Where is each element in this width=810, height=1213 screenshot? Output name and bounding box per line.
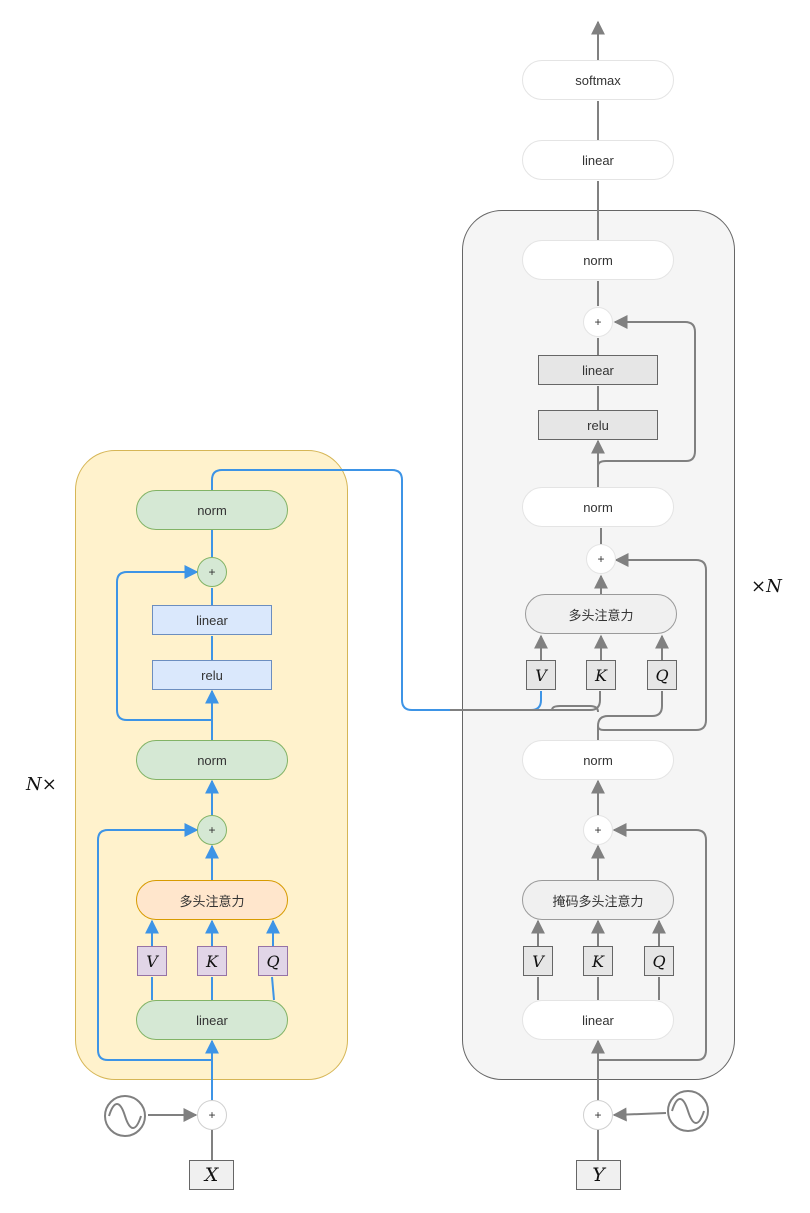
decoder-norm-low: norm bbox=[522, 740, 674, 780]
decoder-norm-top: norm bbox=[522, 240, 674, 280]
encoder-wires bbox=[97, 469, 542, 1160]
encoder-add-2: + bbox=[197, 557, 227, 587]
decoder-cross-value: V bbox=[526, 660, 556, 690]
decoder-softmax: softmax bbox=[522, 60, 674, 100]
decoder-key: K bbox=[583, 946, 613, 976]
decoder-add-2: + bbox=[586, 544, 616, 574]
encoder-input: X bbox=[189, 1160, 234, 1190]
decoder-masked-attention: 掩码多头注意力 bbox=[522, 880, 674, 920]
decoder-input-add: + bbox=[583, 1100, 613, 1130]
encoder-input-add: + bbox=[197, 1100, 227, 1130]
decoder-input: Y bbox=[576, 1160, 621, 1190]
encoder-value: V bbox=[137, 946, 167, 976]
encoder-add-1: + bbox=[197, 815, 227, 845]
encoder-ffn-relu: relu bbox=[152, 660, 272, 690]
encoder-repeat-label: N× bbox=[26, 774, 57, 795]
decoder-proj-linear: linear bbox=[522, 1000, 674, 1040]
decoder-positional-icon bbox=[667, 1090, 709, 1132]
decoder-cross-attention: 多头注意力 bbox=[525, 594, 677, 634]
encoder-key: K bbox=[197, 946, 227, 976]
encoder-norm-top: norm bbox=[136, 490, 288, 530]
decoder-output-linear: linear bbox=[522, 140, 674, 180]
decoder-repeat-label: ×N bbox=[751, 576, 782, 597]
encoder-query: Q bbox=[258, 946, 288, 976]
encoder-proj-linear: linear bbox=[136, 1000, 288, 1040]
decoder-add-3: + bbox=[583, 307, 613, 337]
decoder-wires bbox=[450, 20, 707, 1160]
encoder-norm-mid: norm bbox=[136, 740, 288, 780]
encoder-positional-icon bbox=[104, 1095, 146, 1137]
decoder-cross-key: K bbox=[586, 660, 616, 690]
decoder-cross-query: Q bbox=[647, 660, 677, 690]
decoder-query: Q bbox=[644, 946, 674, 976]
decoder-norm-mid: norm bbox=[522, 487, 674, 527]
decoder-value: V bbox=[523, 946, 553, 976]
encoder-ffn-linear: linear bbox=[152, 605, 272, 635]
decoder-ffn-linear: linear bbox=[538, 355, 658, 385]
decoder-ffn-relu: relu bbox=[538, 410, 658, 440]
encoder-multihead-attention: 多头注意力 bbox=[136, 880, 288, 920]
decoder-add-1: + bbox=[583, 815, 613, 845]
